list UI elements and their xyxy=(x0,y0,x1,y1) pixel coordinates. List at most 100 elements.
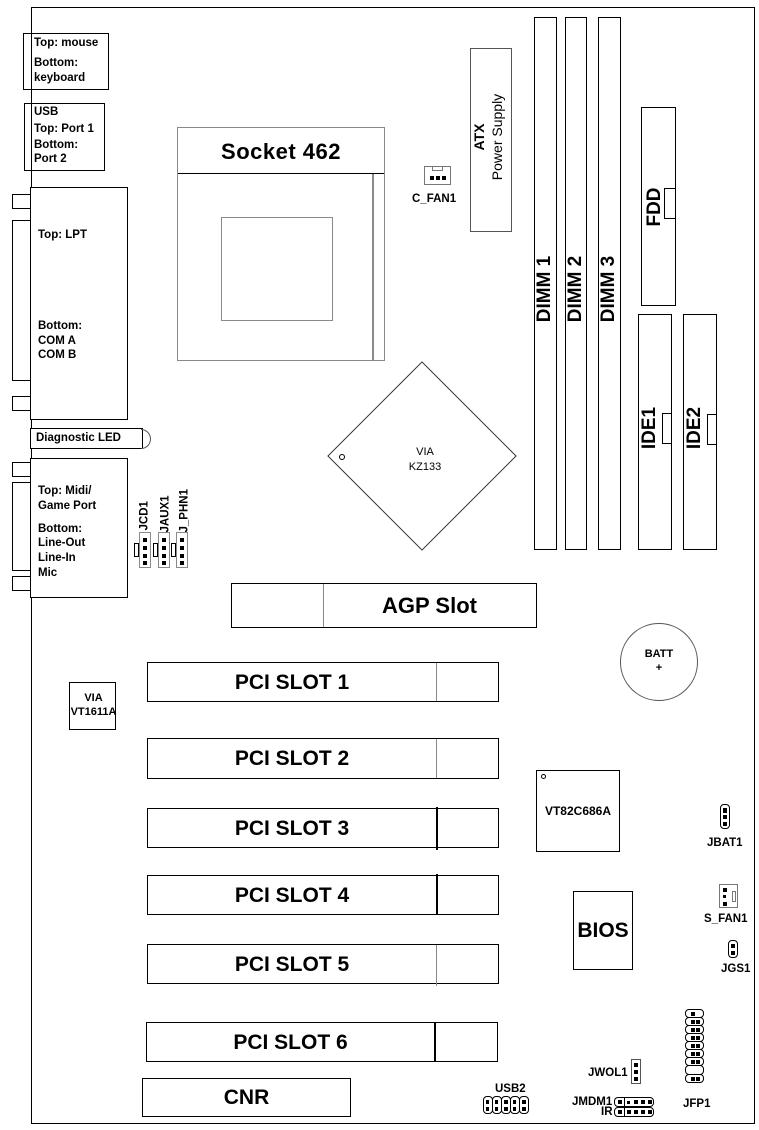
pci-slot-3-label: PCI SLOT 3 xyxy=(234,817,350,840)
ide1-key xyxy=(662,413,672,444)
system-fan-label: S_FAN1 xyxy=(704,913,748,925)
dimm-3-label: DIMM 3 xyxy=(598,255,619,323)
southbridge-label: VT82C686A xyxy=(544,804,612,818)
ps2-bottom-label: Bottom: xyxy=(34,57,79,69)
jbat1-label: JBAT1 xyxy=(707,837,743,849)
game-port-label: Game Port xyxy=(38,500,97,512)
power-supply-label: Power Supply xyxy=(489,93,505,181)
agp-slot: AGP Slot xyxy=(231,583,537,628)
audio-codec-line2: VT1611A xyxy=(70,706,117,718)
dimm-slot-3: DIMM 3 xyxy=(598,17,621,550)
pci-slot-2-label: PCI SLOT 2 xyxy=(234,747,350,770)
cnr-slot: CNR xyxy=(142,1078,351,1117)
lpt-top-label: Top: LPT xyxy=(38,229,87,241)
ide2-label: IDE2 xyxy=(684,406,705,450)
dimm-slot-1: DIMM 1 xyxy=(534,17,557,550)
com-a-label: COM A xyxy=(38,335,76,347)
audio-codec-chip: VIA VT1611A xyxy=(69,682,116,730)
battery: BATT + xyxy=(620,623,698,701)
j-phn1-label: J_PHN1 xyxy=(178,489,191,533)
jfp1-label: JFP1 xyxy=(683,1098,711,1110)
ide2-key xyxy=(707,414,717,445)
pci-slot-5-label: PCI SLOT 5 xyxy=(234,953,350,976)
mic-label: Mic xyxy=(38,567,58,579)
pci-slot-1: PCI SLOT 1 xyxy=(147,662,499,702)
socket-lever xyxy=(372,174,374,360)
usb-top-label: Top: Port 1 xyxy=(34,123,94,135)
socket-title-bar: Socket 462 xyxy=(178,128,384,174)
ps2-port-block: Top: mouse Bottom: keyboard xyxy=(23,33,109,90)
lpt-nub-top xyxy=(12,194,32,209)
socket-label: Socket 462 xyxy=(221,139,341,164)
com-bottom-label: Bottom: xyxy=(38,320,83,332)
audio-bottom-label: Bottom: xyxy=(38,523,83,535)
game-nub-bottom xyxy=(12,576,32,591)
line-out-label: Line-Out xyxy=(38,537,86,549)
southbridge-pin1-marker xyxy=(541,774,546,779)
pci-slot-4-label: PCI SLOT 4 xyxy=(234,884,350,907)
usb2-header xyxy=(483,1096,531,1114)
jcd1-header xyxy=(134,532,152,568)
pci-slot-6-label: PCI SLOT 6 xyxy=(233,1031,348,1054)
ide1-label: IDE1 xyxy=(639,406,660,450)
usb-bottom-label: Bottom: xyxy=(34,139,79,151)
jcd1-label: JCD1 xyxy=(138,501,151,531)
ir-header xyxy=(614,1107,654,1117)
usb-bottom-value: Port 2 xyxy=(34,153,67,165)
jmdm1-label: JMDM1 xyxy=(572,1096,613,1108)
pci-slot-5: PCI SLOT 5 xyxy=(147,944,499,986)
audio-port-block: Top: Midi/ Game Port Bottom: Line-Out Li… xyxy=(30,458,128,598)
northbridge-line2: KZ133 xyxy=(408,461,442,473)
lpt-connector-shell xyxy=(12,220,32,381)
jbat1-jumper[interactable] xyxy=(720,804,730,829)
lpt-com-block: Top: LPT Bottom: COM A COM B xyxy=(30,187,128,420)
jfp1-header xyxy=(685,1009,705,1094)
agp-label: AGP Slot xyxy=(382,593,477,618)
diagnostic-led-block: Diagnostic LED xyxy=(30,428,143,449)
battery-plus: + xyxy=(655,662,663,674)
northbridge-line1: VIA xyxy=(416,446,434,458)
ps2-top-label: Top: mouse xyxy=(34,37,99,49)
usb-title: USB xyxy=(34,106,59,118)
jwol1-header xyxy=(631,1059,641,1084)
game-connector-shell xyxy=(12,482,32,571)
usb2-label: USB2 xyxy=(495,1083,526,1095)
jaux1-label: JAUX1 xyxy=(159,495,172,533)
midi-label: Top: Midi/ xyxy=(38,485,92,497)
battery-label: BATT xyxy=(644,648,674,660)
bios-label: BIOS xyxy=(577,919,629,942)
jgs1-jumper[interactable] xyxy=(728,940,738,958)
ide1-connector: IDE1 xyxy=(638,314,672,550)
southbridge-chip: VT82C686A xyxy=(536,770,620,852)
cnr-label: CNR xyxy=(223,1086,270,1109)
dimm-slot-2: DIMM 2 xyxy=(565,17,587,550)
dimm-2-label: DIMM 2 xyxy=(565,255,586,323)
game-nub-top xyxy=(12,462,32,477)
pci-slot-2: PCI SLOT 2 xyxy=(147,738,499,779)
ps2-bottom-value: keyboard xyxy=(34,72,86,84)
cpu-fan-header xyxy=(424,166,451,185)
lpt-nub-bottom xyxy=(12,396,32,411)
pci-slot-6: PCI SLOT 6 xyxy=(146,1022,498,1062)
ide2-connector: IDE2 xyxy=(683,314,717,550)
diagnostic-led-label: Diagnostic LED xyxy=(36,432,121,444)
usb-port-block: USB Top: Port 1 Bottom: Port 2 xyxy=(24,103,105,171)
fdd-key xyxy=(664,188,676,219)
jwol1-label: JWOL1 xyxy=(588,1067,628,1079)
line-in-label: Line-In xyxy=(38,552,76,564)
jgs1-label: JGS1 xyxy=(721,963,751,975)
fdd-label: FDD xyxy=(644,187,665,227)
jaux1-header xyxy=(153,532,171,568)
com-b-label: COM B xyxy=(38,349,77,361)
pci-slot-3: PCI SLOT 3 xyxy=(147,807,499,850)
atx-label: ATX xyxy=(471,123,487,151)
northbridge-pin1-marker xyxy=(339,454,345,460)
audio-codec-line1: VIA xyxy=(84,692,103,704)
system-fan-header xyxy=(719,884,738,908)
ir-label: IR xyxy=(601,1106,613,1118)
cpu-socket: Socket 462 xyxy=(177,127,385,361)
cpu-fan-label: C_FAN1 xyxy=(412,193,457,205)
atx-power-connector: ATX Power Supply xyxy=(470,48,512,232)
cpu-die-area xyxy=(221,217,333,321)
jmdm1-header xyxy=(614,1097,654,1107)
